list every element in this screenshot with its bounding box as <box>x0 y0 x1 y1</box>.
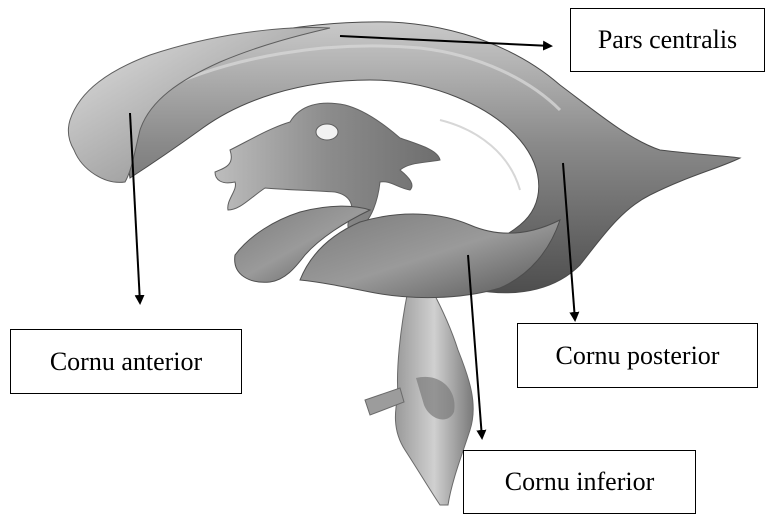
label-cornu-inferior: Cornu inferior <box>463 450 696 514</box>
label-pars-centralis: Pars centralis <box>570 8 765 72</box>
label-cornu-posterior: Cornu posterior <box>517 323 758 388</box>
label-cornu-anterior: Cornu anterior <box>10 329 242 394</box>
fourth-ventricle-shape <box>365 290 473 505</box>
